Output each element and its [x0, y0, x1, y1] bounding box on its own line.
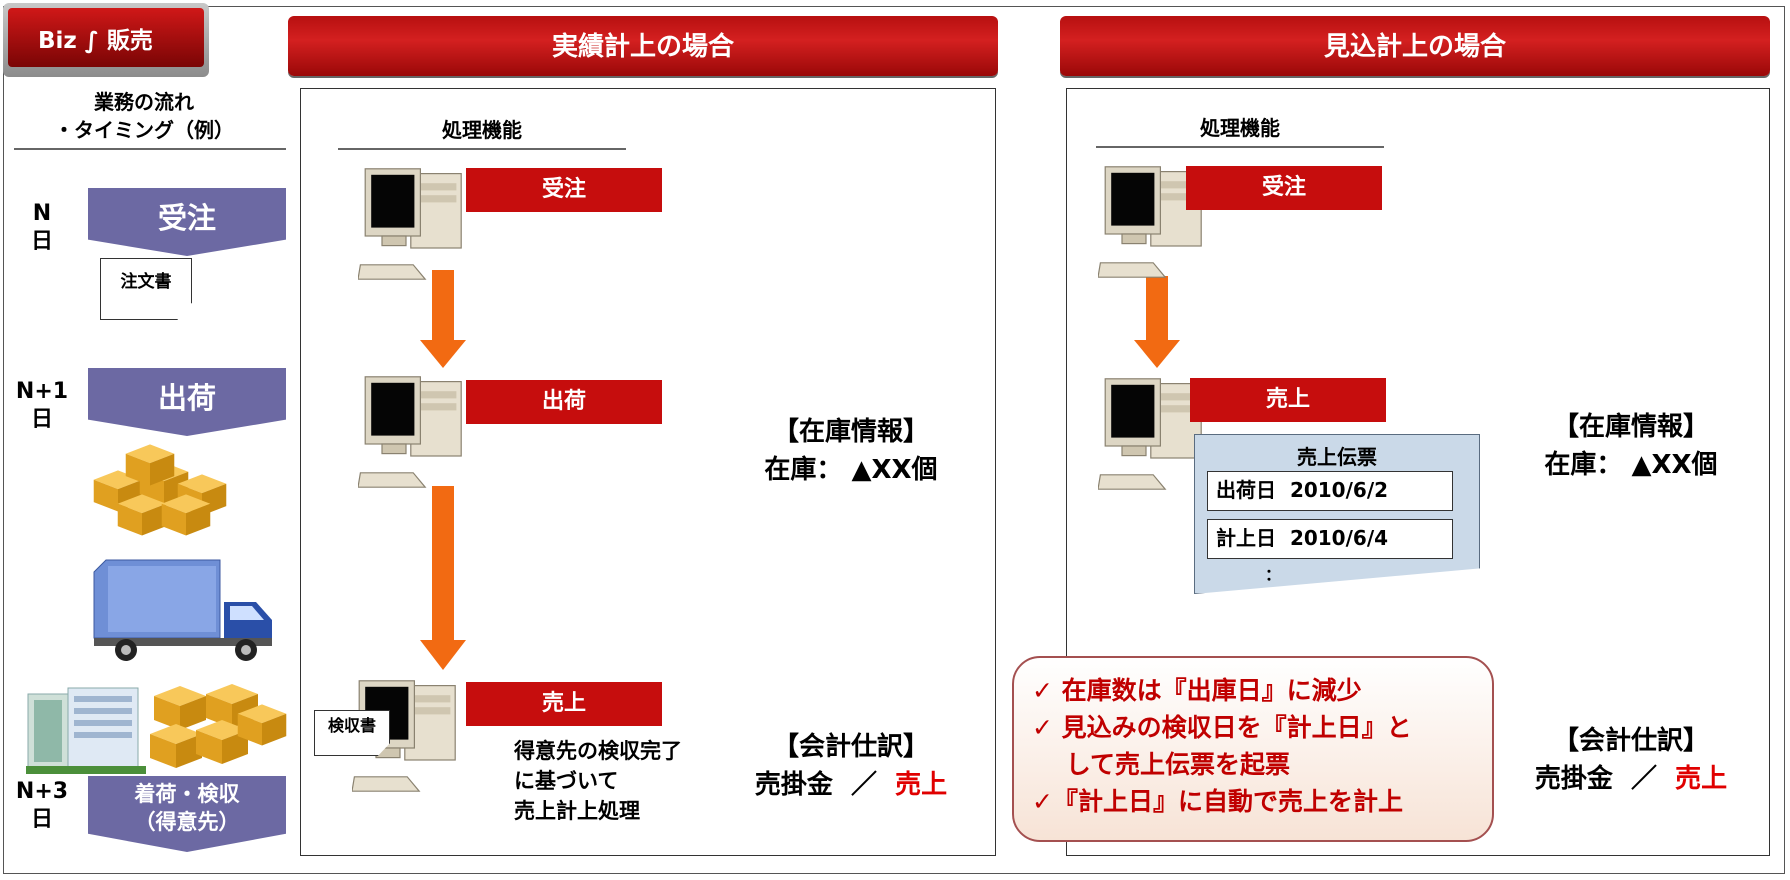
down-arrow-icon — [420, 486, 466, 670]
day-n1-line2: 日 — [30, 407, 53, 432]
planned-step-sales: 売上 — [1190, 378, 1386, 422]
actual-inventory-info: 【在庫情報】 在庫： ▲XX個 — [716, 413, 986, 489]
actual-header-divider — [338, 148, 626, 150]
actual-description: 得意先の検収完了 に基づいて 売上計上処理 — [514, 736, 682, 826]
arrival-label-line2: （得意先） — [134, 810, 240, 834]
flow-step-shipping: 出荷 — [88, 368, 286, 436]
slip-ellipsis: ： — [1265, 565, 1282, 584]
slip-field-value: 2010/6/2 — [1289, 478, 1389, 502]
biz-logo: Biz ∫ 販売 — [3, 3, 209, 77]
actual-inventory-title: 【在庫情報】 — [772, 417, 929, 447]
warehouse-icon — [26, 684, 287, 774]
actual-description-line: に基づいて — [514, 769, 619, 793]
day-n1-line1: N+1 — [15, 379, 69, 404]
day-n3-line2: 日 — [30, 807, 53, 832]
day-label-n3: N+3 日 — [14, 778, 70, 834]
truck-icon — [93, 559, 272, 661]
planned-note-box: ✓ 在庫数は『出庫日』に減少 ✓ 見込みの検収日を『計上日』と して売上伝票を起… — [1012, 656, 1494, 842]
sales-slip: 売上伝票 出荷日 2010/6/2 計上日 2010/6/4 ： — [1194, 434, 1480, 594]
day-label-n: N 日 — [22, 200, 62, 256]
flow-header: 業務の流れ ・タイミング（例） — [14, 88, 274, 144]
slip-field-ship-date: 出荷日 2010/6/2 — [1207, 471, 1453, 511]
note-line: ✓ 在庫数は『出庫日』に減少 — [1032, 676, 1362, 705]
planned-accounting-line: 売掛金 ／ 売上 — [1496, 760, 1766, 798]
acceptance-document: 検収書 — [314, 710, 390, 756]
actual-accounting-entry: 【会計仕訳】 売掛金 ／ 売上 — [716, 728, 986, 804]
flow-header-line1: 業務の流れ — [94, 90, 194, 114]
boxes-icon — [93, 444, 227, 536]
accounting-debit: 売掛金 — [754, 770, 833, 800]
actual-accounting-title: 【会計仕訳】 — [772, 732, 929, 762]
accounting-credit: 売上 — [1675, 764, 1728, 794]
flow-step-arrival: 着荷・検収 （得意先） — [88, 776, 286, 852]
actual-step-sales: 売上 — [466, 682, 662, 726]
planned-step-order: 受注 — [1186, 166, 1382, 210]
slip-field-label: 計上日 — [1216, 526, 1276, 550]
note-line: ✓『計上日』に自動で売上を計上 — [1032, 787, 1403, 816]
down-arrow-icon — [1134, 276, 1180, 368]
diagram-frame — [3, 6, 1785, 874]
accounting-separator: ／ — [1630, 764, 1657, 794]
planned-function-header: 処理機能 — [1200, 116, 1280, 140]
flow-header-divider — [14, 148, 286, 150]
accounting-debit: 売掛金 — [1534, 764, 1613, 794]
computer-icon — [358, 376, 462, 488]
computer-icon — [358, 168, 462, 280]
accounting-credit: 売上 — [895, 770, 948, 800]
accounting-separator: ／ — [850, 770, 877, 800]
actual-accounting-line: 売掛金 ／ 売上 — [716, 766, 986, 804]
day-n-line2: 日 — [30, 229, 53, 254]
day-label-n1: N+1 日 — [14, 378, 70, 434]
actual-function-header: 処理機能 — [442, 118, 522, 142]
planned-inventory-value: 在庫： ▲XX個 — [1544, 450, 1718, 480]
planned-inventory-info: 【在庫情報】 在庫： ▲XX個 — [1496, 408, 1766, 484]
sales-slip-title: 売上伝票 — [1297, 445, 1377, 469]
order-document: 注文書 — [100, 258, 192, 320]
planned-banner: 見込計上の場合 — [1060, 16, 1770, 76]
planned-accounting-title: 【会計仕訳】 — [1552, 726, 1709, 756]
planned-inventory-title: 【在庫情報】 — [1552, 412, 1709, 442]
note-line: ✓ 見込みの検収日を『計上日』と — [1032, 713, 1412, 742]
flow-step-order: 受注 — [88, 188, 286, 256]
actual-description-line: 得意先の検収完了 — [514, 739, 682, 763]
planned-accounting-entry: 【会計仕訳】 売掛金 ／ 売上 — [1496, 722, 1766, 798]
actual-banner: 実績計上の場合 — [288, 16, 998, 76]
note-line: して売上伝票を起票 — [1032, 750, 1290, 779]
down-arrow-icon — [420, 270, 466, 368]
flow-header-line2: ・タイミング（例） — [54, 118, 234, 142]
actual-step-order: 受注 — [466, 168, 662, 212]
slip-field-booking-date: 計上日 2010/6/4 — [1207, 519, 1453, 559]
actual-step-shipping: 出荷 — [466, 380, 662, 424]
actual-inventory-value: 在庫： ▲XX個 — [764, 455, 938, 485]
slip-field-value: 2010/6/4 — [1289, 526, 1389, 550]
day-n-line1: N — [32, 201, 52, 226]
actual-description-line: 売上計上処理 — [514, 799, 640, 823]
arrival-label-line1: 着荷・検収 — [134, 782, 240, 806]
day-n3-line1: N+3 — [15, 779, 69, 804]
logo-text: Biz ∫ 販売 — [8, 8, 204, 67]
slip-field-label: 出荷日 — [1216, 478, 1276, 502]
planned-header-divider — [1096, 146, 1384, 148]
